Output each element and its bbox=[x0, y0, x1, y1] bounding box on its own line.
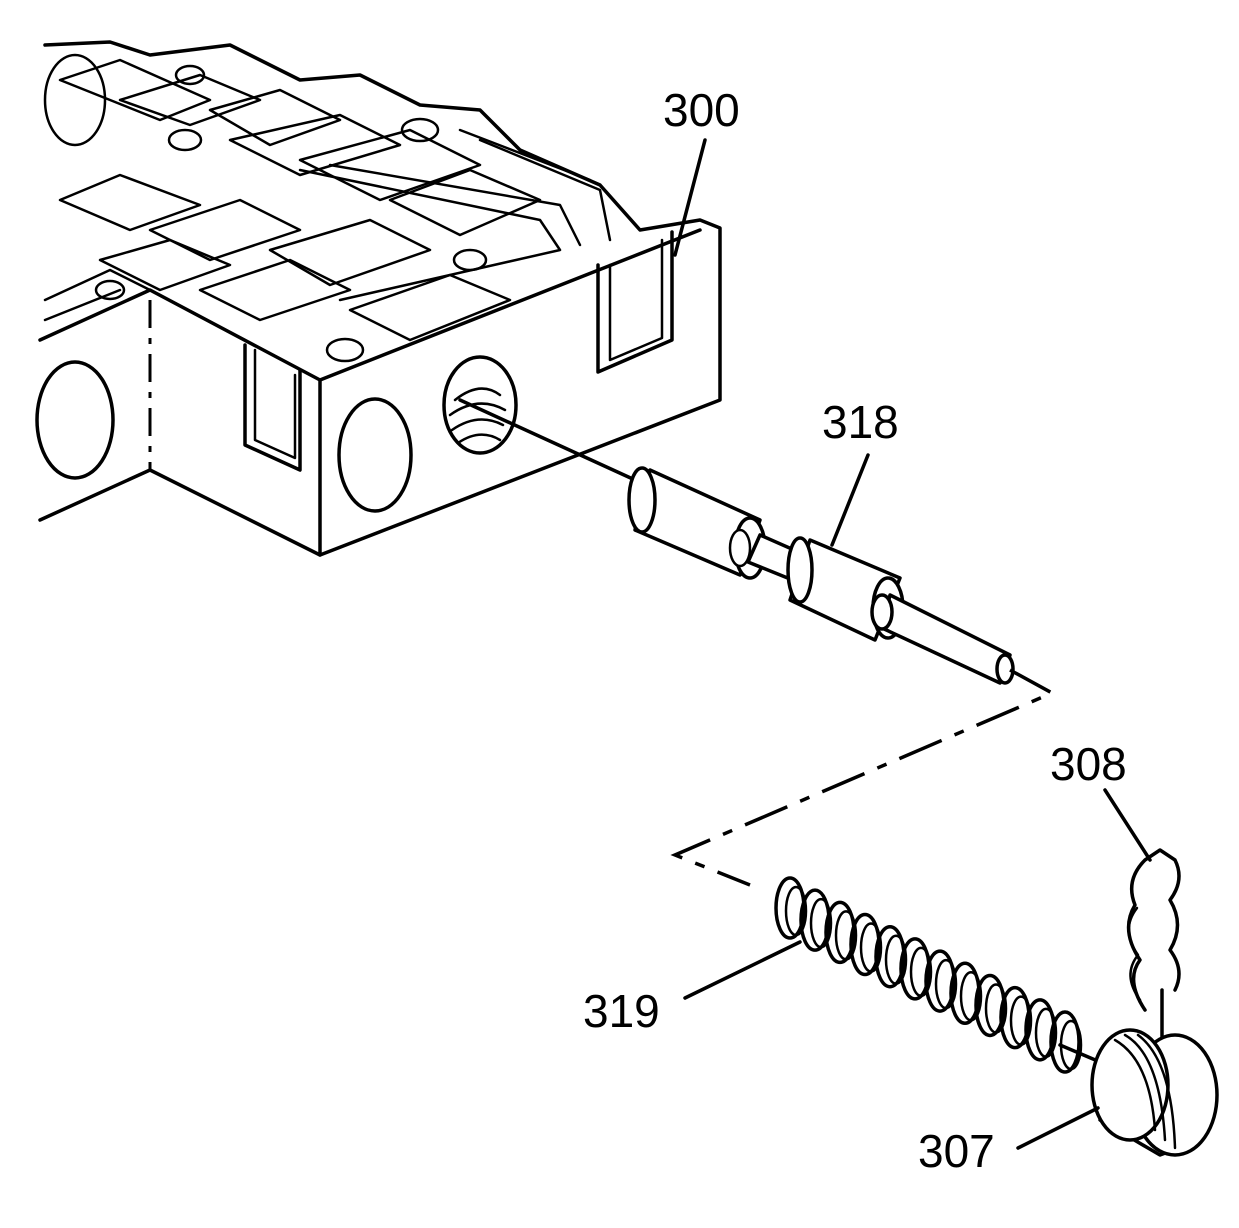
spring-coil bbox=[999, 985, 1031, 1050]
callout-307: 307 bbox=[918, 1125, 995, 1177]
spring-coil-inner bbox=[1059, 1019, 1083, 1071]
spring-coil bbox=[1049, 1010, 1081, 1074]
spring-coil-inner bbox=[1034, 1007, 1058, 1059]
spring-coil-inner bbox=[909, 946, 933, 998]
spring-coil-inner bbox=[884, 934, 908, 985]
spring-coil bbox=[1024, 998, 1056, 1062]
spring-coil-inner bbox=[834, 910, 858, 961]
spring-coil bbox=[774, 876, 806, 940]
spring-coil bbox=[974, 973, 1006, 1038]
spring-coil-inner bbox=[859, 922, 883, 973]
callout-319: 319 bbox=[583, 985, 660, 1037]
callout-308: 308 bbox=[1050, 738, 1127, 790]
spring-coil bbox=[949, 961, 981, 1026]
spring-coil-inner bbox=[984, 983, 1008, 1034]
spring-coil bbox=[849, 912, 881, 977]
spring-coil-inner bbox=[809, 897, 833, 949]
spring-coil-inner bbox=[1009, 995, 1033, 1046]
spring-coil-inner bbox=[959, 971, 983, 1022]
spring-coil-inner bbox=[784, 885, 808, 937]
callout-318: 318 bbox=[822, 396, 899, 448]
valve-spool bbox=[458, 398, 1015, 685]
spring-coil bbox=[899, 937, 931, 1001]
spring-coil bbox=[874, 924, 906, 989]
alignment-centerline bbox=[670, 668, 1056, 887]
spring-coil bbox=[924, 949, 956, 1013]
callout-300: 300 bbox=[663, 84, 740, 136]
spring-coil bbox=[799, 888, 831, 952]
valve-spring bbox=[683, 876, 1102, 1074]
valve-body bbox=[35, 40, 722, 557]
retainer-clip bbox=[1103, 788, 1181, 1062]
spring-coil bbox=[824, 900, 856, 965]
bore-plug bbox=[1016, 1028, 1219, 1157]
spring-coil-inner bbox=[934, 958, 958, 1010]
leader-300 bbox=[673, 138, 707, 257]
callout-labels: 300 318 308 319 307 bbox=[583, 84, 1127, 1177]
